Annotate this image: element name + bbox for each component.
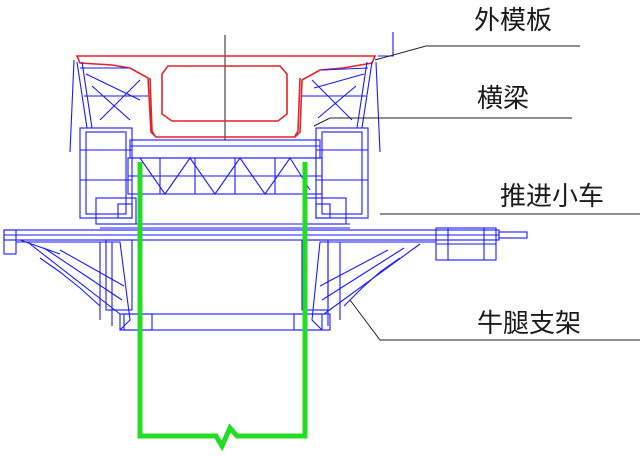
leader-lines — [313, 45, 640, 341]
outer-formwork — [75, 55, 377, 138]
steel-frame — [3, 32, 528, 331]
label-crossbeam: 横梁 — [477, 84, 530, 114]
leader-crossbeam — [313, 117, 572, 127]
leader-formwork — [374, 45, 580, 61]
label-trolley: 推进小车 — [500, 182, 605, 212]
label-outer-formwork: 外模板 — [474, 6, 553, 36]
pier-outline — [137, 162, 308, 452]
label-bracket: 牛腿支架 — [477, 309, 582, 339]
leader-bracket — [349, 299, 640, 341]
